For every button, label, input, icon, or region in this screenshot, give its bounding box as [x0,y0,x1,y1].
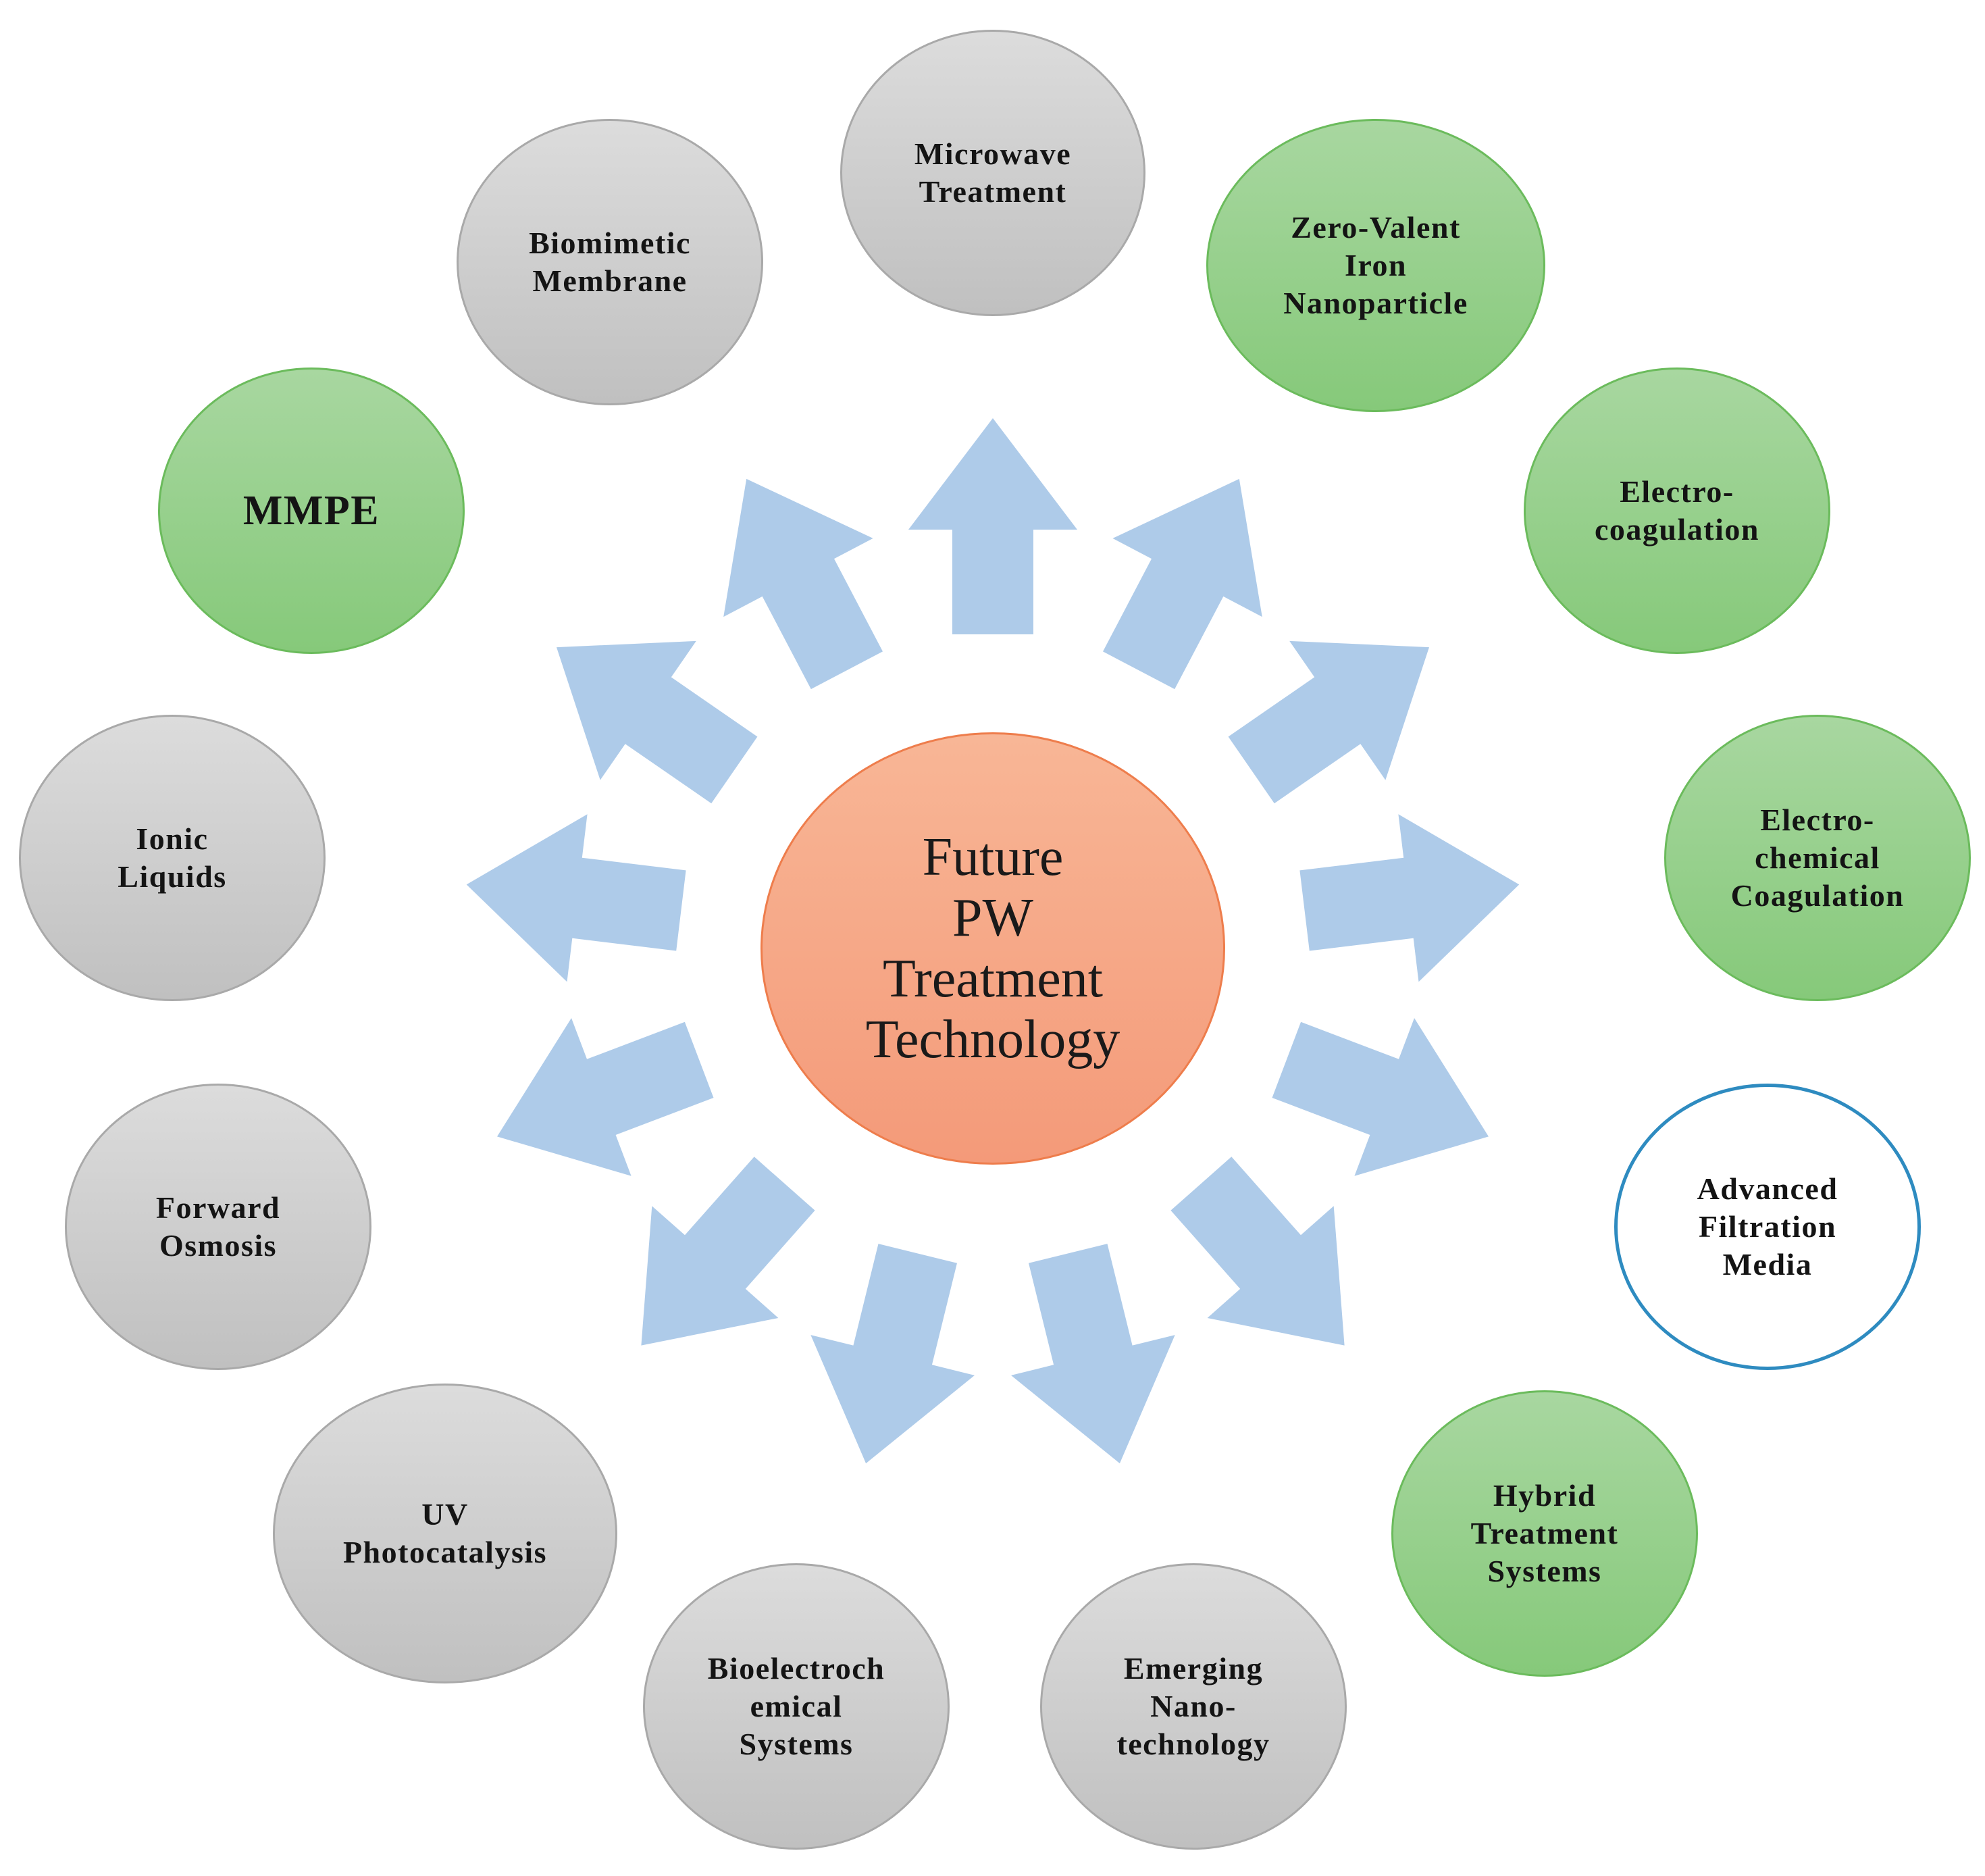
arrow-to-zero-valent-iron-nanoparticle [1103,478,1262,690]
node-label: UV Photocatalysis [342,1497,548,1569]
arrow-to-mmpe [557,640,758,804]
arrow-to-bioelectrochemical-systems [810,1244,975,1464]
arrow-to-advanced-filtration-media [1272,1018,1489,1176]
node-electro-coagulation: Electro- coagulation [1524,367,1830,654]
node-label: Electro- coagulation [1595,474,1759,547]
arrow-to-hybrid-treatment-systems [1170,1157,1345,1346]
arrow-to-biomimetic-membrane [723,478,883,690]
node-label: Zero-Valent Iron Nanoparticle [1283,210,1468,320]
node-biomimetic-membrane: Biomimetic Membrane [457,119,763,405]
node-label: Emerging Nano- technology [1116,1651,1270,1761]
arrow-to-ionic-liquids [466,814,686,982]
node-label: Forward Osmosis [155,1190,281,1263]
node-uv-photocatalysis: UV Photocatalysis [273,1384,617,1683]
node-hybrid-treatment-systems: Hybrid Treatment Systems [1391,1390,1698,1677]
node-label: Bioelectroch emical Systems [707,1651,885,1761]
arrow-to-emerging-nano-technology [1011,1244,1175,1464]
node-label: Advanced Filtration Media [1697,1171,1838,1282]
node-label: Electro- chemical Coagulation [1730,803,1905,913]
arrow-to-uv-photocatalysis [641,1157,815,1346]
center-node: Future PW Treatment Technology [761,732,1225,1165]
arrow-to-microwave-treatment [908,418,1077,634]
arrow-to-electro-coagulation [1228,640,1429,804]
center-node-label: Future PW Treatment Technology [865,828,1120,1069]
node-zero-valent-iron-nanoparticle: Zero-Valent Iron Nanoparticle [1206,119,1545,412]
node-emerging-nano-technology: Emerging Nano- technology [1040,1563,1347,1850]
node-electro-chemical-coagulation: Electro- chemical Coagulation [1664,715,1971,1001]
node-forward-osmosis: Forward Osmosis [65,1084,371,1370]
node-label: MMPE [242,488,380,534]
node-mmpe: MMPE [158,367,465,654]
node-ionic-liquids: Ionic Liquids [19,715,326,1001]
node-label: Ionic Liquids [118,821,227,894]
arrow-to-electro-chemical-coagulation [1299,814,1520,982]
node-advanced-filtration-media: Advanced Filtration Media [1614,1084,1921,1370]
node-label: Hybrid Treatment Systems [1470,1478,1619,1588]
node-label: Microwave Treatment [914,136,1072,209]
node-label: Biomimetic Membrane [529,226,691,298]
arrow-to-forward-osmosis [497,1018,714,1176]
node-microwave-treatment: Microwave Treatment [840,30,1145,316]
node-bioelectrochemical-systems: Bioelectroch emical Systems [643,1563,950,1850]
